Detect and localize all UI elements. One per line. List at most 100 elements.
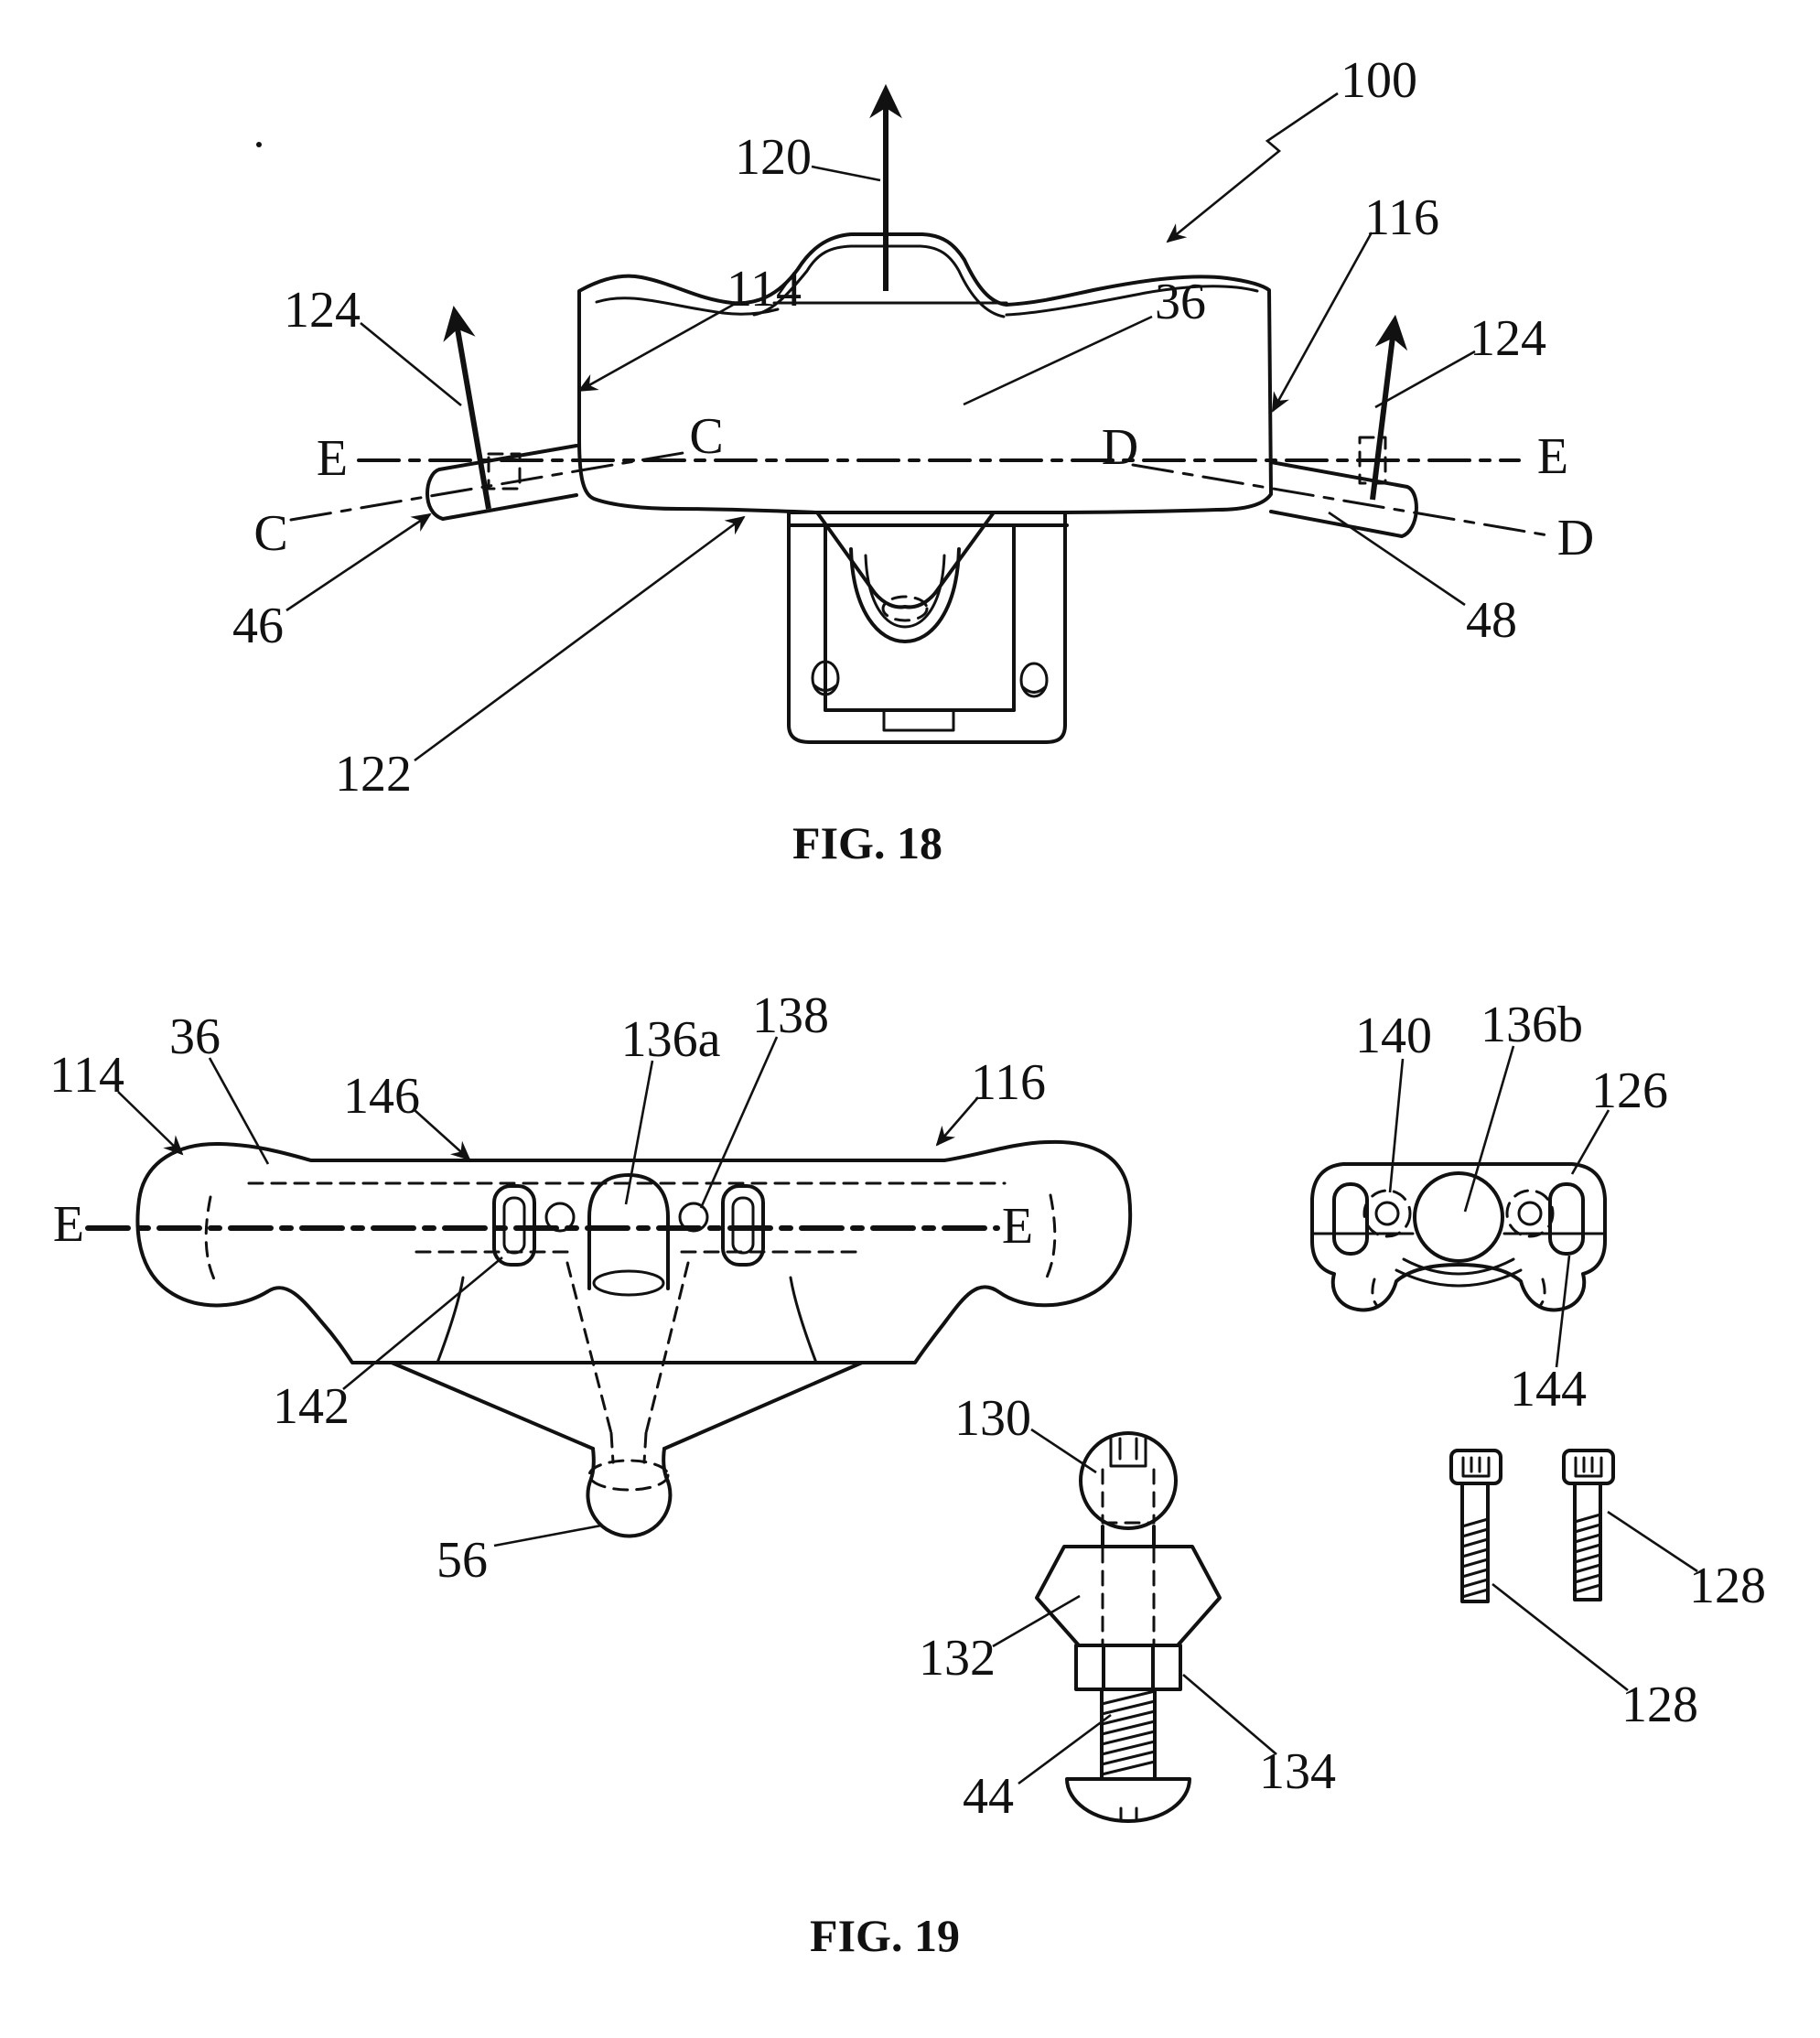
ref-label-124-fig18: 124 — [284, 282, 361, 339]
up-arrow-right — [1370, 314, 1408, 501]
kingpin-ball — [1079, 1431, 1178, 1530]
kingpin-head — [1065, 1777, 1191, 1823]
fig19-pivot-cup — [586, 1475, 673, 1538]
seat-feet-hidden — [1371, 1278, 1546, 1309]
screw-left-shank — [1460, 1482, 1490, 1603]
stray-dot — [256, 142, 262, 147]
hole-right — [678, 1202, 709, 1233]
fig18-caption: FIG. 18 — [792, 817, 942, 868]
bushing-bore-hidden — [1101, 1547, 1156, 1645]
ref-label-E-fig18: E — [317, 430, 348, 487]
ref-label-E-fig19: E — [53, 1196, 84, 1253]
leader-line-114 — [577, 302, 736, 393]
ref-label-114-fig18: 114 — [727, 261, 802, 318]
ref-label-C-fig18: C — [689, 408, 723, 465]
fig19-outline — [135, 1139, 1133, 1364]
ref-label-128-fig19: 128 — [1689, 1558, 1766, 1614]
fig19-dome-mouth — [592, 1269, 665, 1297]
ref-label-128-fig19: 128 — [1621, 1677, 1698, 1733]
leader-line-36 — [208, 1057, 270, 1165]
ref-label-116-fig19: 116 — [971, 1054, 1046, 1111]
ref-label-36-fig18: 36 — [1155, 274, 1206, 330]
ref-label-138-fig19: 138 — [752, 987, 829, 1044]
leader-line-116 — [1271, 232, 1373, 413]
kingpin-threads — [1100, 1689, 1157, 1776]
fig19-pivot-rim-hidden — [587, 1459, 670, 1492]
leader-line-120 — [811, 165, 881, 182]
baseplate-rails — [787, 511, 1067, 727]
ref-label-46-fig18: 46 — [232, 598, 284, 654]
ref-label-136a-fig19: 136a — [621, 1011, 721, 1068]
seat-hole-hidden-right — [1505, 1189, 1555, 1238]
fig18-hanger-inner-right — [1005, 285, 1259, 317]
fig18-left-axle — [425, 444, 578, 521]
leader-line-114 — [117, 1091, 184, 1156]
ref-label-132-fig19: 132 — [919, 1630, 996, 1687]
fig18-drawing — [289, 83, 1556, 744]
ref-label-E-fig19: E — [1002, 1198, 1033, 1255]
leader-zigzag-100 — [1166, 92, 1339, 243]
leader-line-134 — [1182, 1674, 1277, 1755]
pivot-ball-hidden — [881, 595, 929, 622]
fig19-v-support — [390, 1361, 864, 1450]
screw-left — [1449, 1449, 1502, 1603]
up-arrow-left — [443, 305, 491, 510]
ref-label-134-fig19: 134 — [1259, 1743, 1336, 1800]
ref-label-136b-fig19: 136b — [1481, 997, 1583, 1053]
seat-hole-hidden-left — [1362, 1189, 1412, 1238]
leader-line-132 — [992, 1594, 1081, 1648]
leader-line-136b — [1463, 1045, 1515, 1213]
fig18-axis-C — [289, 450, 690, 522]
mount-hole-right — [1019, 662, 1049, 698]
fig19-seat-component — [1310, 1162, 1607, 1312]
screw-left-socket-icon — [1461, 1456, 1491, 1478]
fig19-dome — [587, 1173, 670, 1290]
fig19-kingpin-assembly — [1035, 1431, 1222, 1823]
ref-label-100-fig18: 100 — [1341, 52, 1417, 109]
leader-line-124 — [1374, 350, 1476, 409]
baseplate-notch — [882, 708, 955, 732]
slot-right-outer — [721, 1184, 765, 1267]
ref-label-120-fig18: 120 — [735, 129, 812, 186]
leader-line-116 — [935, 1096, 979, 1147]
leader-line-128 — [1607, 1510, 1698, 1573]
ref-label-140-fig19: 140 — [1355, 1008, 1432, 1064]
leader-line-44 — [1018, 1713, 1112, 1785]
seat-slot-right — [1548, 1182, 1585, 1256]
seat-kingpin-bore — [1413, 1171, 1504, 1263]
fig19-screws — [1449, 1449, 1615, 1603]
ref-label-D-fig18: D — [1557, 510, 1594, 566]
fig19-boss-hidden-arcs — [204, 1193, 1057, 1285]
mount-hole-left — [811, 660, 840, 696]
leader-line-126 — [1570, 1109, 1610, 1175]
seat-outline — [1310, 1162, 1607, 1312]
ball-bore-hidden — [1101, 1468, 1156, 1525]
ref-label-126-fig19: 126 — [1591, 1062, 1668, 1119]
ref-label-E-fig18: E — [1537, 428, 1568, 485]
leader-line-140 — [1388, 1058, 1405, 1193]
ref-label-146-fig19: 146 — [343, 1068, 420, 1125]
ref-label-130-fig19: 130 — [954, 1390, 1031, 1447]
screw-left-threads — [1460, 1517, 1490, 1599]
fig19-caption: FIG. 19 — [810, 1910, 960, 1961]
leader-line-124 — [360, 321, 462, 407]
screw-left-head — [1449, 1449, 1502, 1485]
ref-label-116-fig18: 116 — [1364, 189, 1439, 246]
fig18-hanger-outline — [577, 232, 1273, 609]
hole-left — [544, 1202, 576, 1233]
baseplate-shelf — [787, 511, 1069, 527]
ref-label-48-fig18: 48 — [1466, 592, 1517, 649]
leader-line-146 — [414, 1109, 471, 1161]
kingpin-neck — [1101, 1525, 1156, 1548]
seat-hole-right — [1517, 1201, 1543, 1226]
seat-mouth-arcs — [1395, 1257, 1523, 1288]
mount-hole-arcs — [813, 684, 1047, 694]
leader-line-56 — [493, 1524, 602, 1547]
ref-label-122-fig18: 122 — [335, 746, 412, 803]
ref-label-C-fig18: C — [253, 505, 287, 562]
ref-label-114-fig19: 114 — [49, 1047, 124, 1104]
leader-line-136a — [624, 1060, 654, 1205]
